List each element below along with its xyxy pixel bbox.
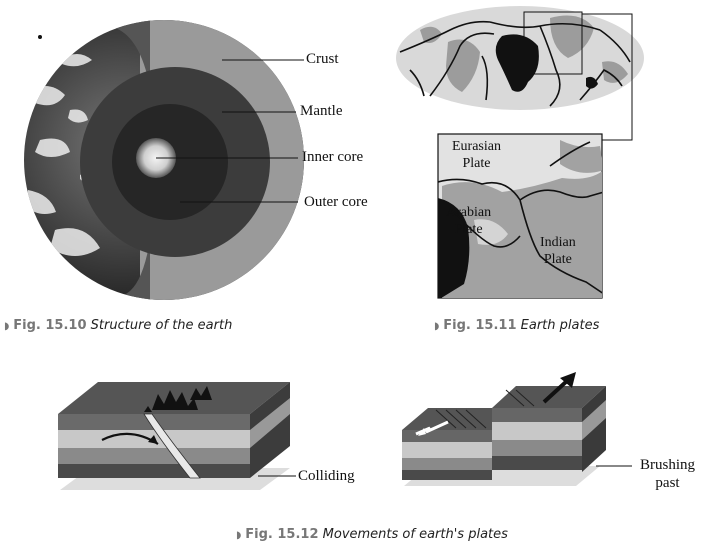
label-outer-core: Outer core [304, 194, 368, 210]
caption-number: Fig. 15.11 [443, 318, 517, 333]
label-colliding: Colliding [298, 468, 355, 484]
caption-fig-15-11: ◗Fig. 15.11 Earth plates [434, 318, 599, 333]
caption-fig-15-10: ◗Fig. 15.10 Structure of the earth [4, 318, 232, 333]
caption-number: Fig. 15.12 [245, 527, 319, 542]
colliding-plates-block [58, 382, 296, 490]
label-brushing-past: Brushing past [640, 457, 696, 491]
caption-title: Structure of the earth [90, 318, 233, 333]
earth-plates-map [396, 6, 644, 299]
caption-bullet-icon: ◗ [434, 321, 440, 332]
caption-bullet-icon: ◗ [236, 530, 242, 541]
caption-number: Fig. 15.10 [13, 318, 87, 333]
brushing-past-plates-block [402, 372, 632, 486]
label-mantle: Mantle [300, 103, 343, 119]
earth-structure-illustration [24, 20, 304, 300]
caption-title: Movements of earth's plates [322, 527, 508, 542]
caption-title: Earth plates [520, 318, 600, 333]
label-crust: Crust [306, 51, 339, 67]
caption-fig-15-12: ◗Fig. 15.12 Movements of earth's plates [236, 527, 508, 542]
label-inner-core: Inner core [302, 149, 364, 165]
caption-bullet-icon: ◗ [4, 321, 10, 332]
